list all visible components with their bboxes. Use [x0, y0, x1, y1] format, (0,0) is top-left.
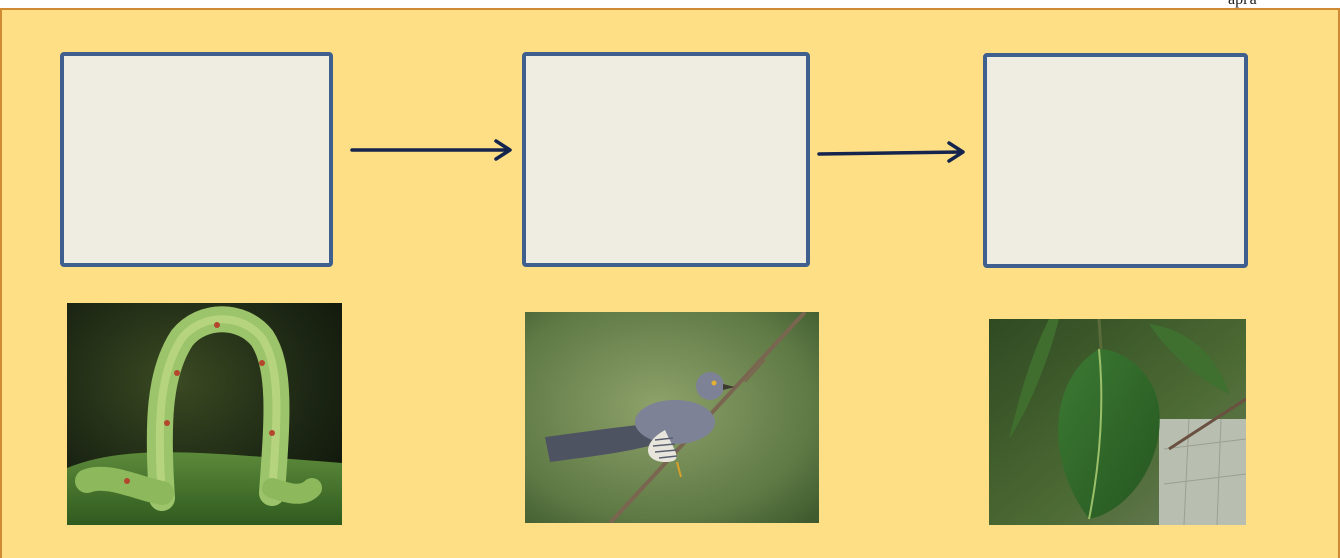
answer-box-first[interactable]: [60, 52, 333, 267]
food-chain-panel: [0, 8, 1340, 558]
leaf-photo: [989, 319, 1246, 525]
arrow-second-to-third: [817, 141, 965, 163]
arrow-first-to-second: [350, 139, 512, 161]
cuckoo-photo: [525, 312, 819, 523]
answer-box-third[interactable]: [983, 53, 1248, 268]
caterpillar-photo: [67, 303, 342, 525]
corner-text: арга́: [1228, 0, 1257, 9]
answer-box-second[interactable]: [522, 52, 810, 267]
